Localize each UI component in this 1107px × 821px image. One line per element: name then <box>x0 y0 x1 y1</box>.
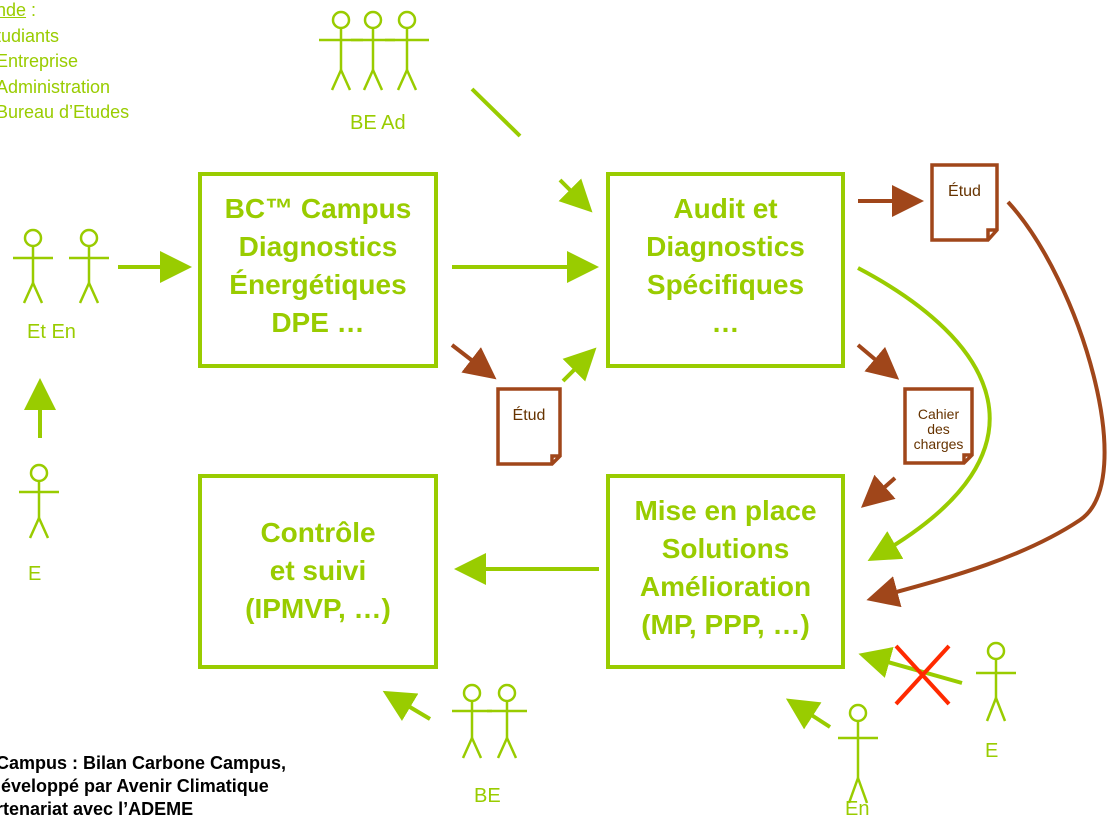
box-line: Contrôle <box>260 517 376 548</box>
arrow-audit-to-cahier <box>856 343 900 380</box>
arrow-bc-campus-to-etud <box>450 343 497 380</box>
box-controle: Contrôle et suivi (IPMVP, …) <box>198 474 438 669</box>
stick-figure-icon <box>838 703 878 804</box>
actor-group-top <box>319 10 429 91</box>
box-line: … <box>711 307 740 338</box>
document-icon <box>496 387 562 466</box>
arrow-be-to-controle <box>382 690 432 721</box>
footnote: Campus : Bilan Carbone Campus, léveloppé… <box>0 752 416 821</box>
actor-label-top: BE Ad <box>350 112 406 134</box>
stick-figure-icon <box>385 10 429 91</box>
box-line: Diagnostics <box>238 231 398 262</box>
arrow-audit-to-mise-en-place-curve <box>857 266 992 562</box>
cahier-line: des <box>927 421 950 437</box>
box-audit: Audit et Diagnostics Spécifiques … <box>606 172 845 368</box>
box-line: Énergétiques <box>229 269 407 300</box>
legend-item: tudiants <box>0 25 60 46</box>
actor-label-bottom-left: E <box>28 563 42 585</box>
box-line: BC™ Campus <box>224 193 412 224</box>
arrow-en-to-mise-en-place <box>785 698 832 730</box>
brown-arrows <box>450 185 1107 608</box>
box-line: Audit et <box>673 193 778 224</box>
stick-figure-icon <box>976 641 1016 722</box>
footnote-line: léveloppé par Avenir Climatique <box>0 776 269 796</box>
stick-figure-icon <box>69 228 109 304</box>
box-line: Solutions <box>661 533 790 564</box>
stick-figure-icon <box>487 683 527 759</box>
legend-item: Administration <box>0 76 111 97</box>
box-line: Mise en place <box>634 495 817 526</box>
actor-group-left <box>13 228 109 304</box>
actor-label-left: Et En <box>27 321 76 343</box>
box-line: DPE … <box>271 307 365 338</box>
actor-label-en: En <box>845 798 870 820</box>
arrow-top-actors-to-audit <box>558 178 593 213</box>
box-line: Amélioration <box>639 571 812 602</box>
stick-figure-icon <box>19 463 59 539</box>
cross-icon <box>894 644 951 706</box>
document-label-etud-top: Étud <box>948 183 981 200</box>
cahier-line: Cahier <box>917 406 960 422</box>
footnote-line: rtenariat avec l’ADEME <box>0 799 194 819</box>
document-label-etud-bottom: Étud <box>512 407 546 424</box>
legend-item: Bureau d’Etudes <box>0 102 130 122</box>
legend-title-text: nde <box>0 0 27 20</box>
legend-title-suffix: : <box>26 0 37 20</box>
box-line: Diagnostics <box>646 231 805 262</box>
arrow-cahier-to-mise-en-place <box>860 474 897 508</box>
document-icon <box>930 163 999 242</box>
footnote-line: Campus : Bilan Carbone Campus, <box>0 753 287 773</box>
legend: nde : tudiants Entreprise Administration… <box>0 0 129 126</box>
box-line: (IPMVP, …) <box>245 593 391 624</box>
box-line: et suivi <box>269 555 367 586</box>
stick-figure-icon <box>319 10 363 91</box>
arrow-etud-to-mise-en-place-curve <box>866 200 1107 608</box>
arrow-etud-to-audit <box>561 347 597 383</box>
arrow-top-actors-line <box>470 87 522 138</box>
document-label-cahier: Cahier des charges <box>905 407 972 452</box>
box-mise-en-place: Mise en place Solutions Amélioration (MP… <box>606 474 845 669</box>
legend-item: Entreprise <box>0 51 79 71</box>
legend-title: nde : <box>0 0 129 24</box>
actor-group-bottom-mid <box>452 683 527 759</box>
box-line: Spécifiques <box>646 269 805 300</box>
stick-figure-icon <box>351 10 395 91</box>
actor-label-e: E <box>985 740 999 762</box>
stick-figure-icon <box>13 228 53 304</box>
cahier-line: charges <box>913 436 964 452</box>
box-bc-campus: BC™ Campus Diagnostics Énergétiques DPE … <box>198 172 438 368</box>
box-line: (MP, PPP, …) <box>641 609 810 640</box>
document-icon <box>903 387 974 465</box>
stick-figure-icon <box>452 683 492 759</box>
actor-label-bottom-mid: BE <box>474 785 501 807</box>
